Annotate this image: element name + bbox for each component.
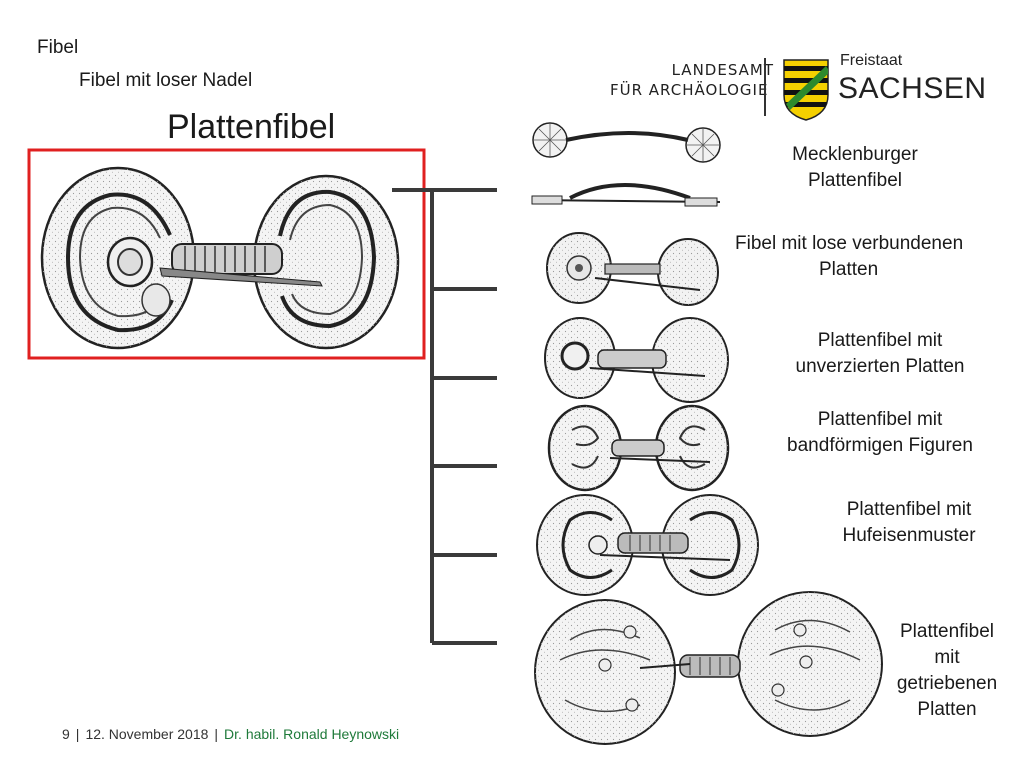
- type-label-hufeisen: Plattenfibel mit Hufeisenmuster: [800, 497, 1018, 549]
- saxony-coat-of-arms-icon: [783, 59, 829, 121]
- footer-author: Dr. habil. Ronald Heynowski: [224, 726, 400, 742]
- brooch-lose-verbunden-image: [546, 232, 719, 306]
- type-label-line: Plattenfibel mit: [846, 499, 972, 520]
- page-title: Plattenfibel: [167, 108, 336, 146]
- brooch-hufeisen-image: [536, 494, 759, 596]
- landesamt-line2: FÜR ARCHÄOLOGIE: [610, 81, 769, 99]
- brooch-bandfoermig-image: [547, 404, 730, 492]
- type-label-lose-verbunden: Fibel mit lose verbundenen Platten: [730, 231, 1010, 283]
- type-label-getrieben: Plattenfibel mit getriebenen Platten: [880, 619, 1014, 723]
- brooch-mecklenburger-image: [531, 122, 721, 207]
- main-brooch-image: [40, 166, 400, 350]
- type-label-mecklenburger: Mecklenburger Plattenfibel: [760, 142, 950, 194]
- type-label-line: Platten: [819, 259, 879, 280]
- type-label-line: bandförmigen Figuren: [787, 435, 973, 456]
- landesamt-logo-text-2: FÜR ARCHÄOLOGIE: [610, 80, 768, 101]
- type-label-line: Fibel mit lose verbundenen: [735, 233, 964, 254]
- highlight-box: [27, 148, 426, 360]
- type-label-line: Plattenfibel: [899, 621, 994, 642]
- type-label-line: Plattenfibel: [807, 170, 902, 191]
- landesamt-line1: LANDESAMT: [671, 61, 774, 79]
- type-label-unverziert: Plattenfibel mit unverzierten Platten: [770, 328, 990, 380]
- type-label-line: mit: [934, 647, 960, 668]
- type-label-bandfoermig: Plattenfibel mit bandförmigen Figuren: [760, 407, 1000, 459]
- brooch-getrieben-image: [534, 591, 883, 745]
- type-label-line: Platten: [917, 699, 977, 720]
- breadcrumb-level1: Fibel: [37, 37, 79, 58]
- type-label-line: Hufeisenmuster: [842, 525, 976, 546]
- footer-date: 12. November 2018: [85, 726, 209, 742]
- sachsen-label: SACHSEN: [838, 72, 987, 105]
- type-label-line: getriebenen: [896, 673, 998, 694]
- type-label-line: unverzierten Platten: [795, 356, 965, 377]
- footer: 9|12. November 2018|Dr. habil. Ronald He…: [62, 726, 400, 742]
- type-label-line: Plattenfibel mit: [817, 330, 943, 351]
- landesamt-logo-text: LANDESAMT: [656, 60, 774, 81]
- type-label-line: Mecklenburger: [792, 144, 918, 165]
- breadcrumb-level2: Fibel mit loser Nadel: [79, 70, 253, 91]
- page-number: 9: [62, 726, 70, 742]
- tree-connector: [392, 188, 497, 645]
- freistaat-label: Freistaat: [840, 52, 903, 69]
- brooch-unverziert-image: [544, 317, 729, 403]
- type-label-line: Plattenfibel mit: [817, 409, 943, 430]
